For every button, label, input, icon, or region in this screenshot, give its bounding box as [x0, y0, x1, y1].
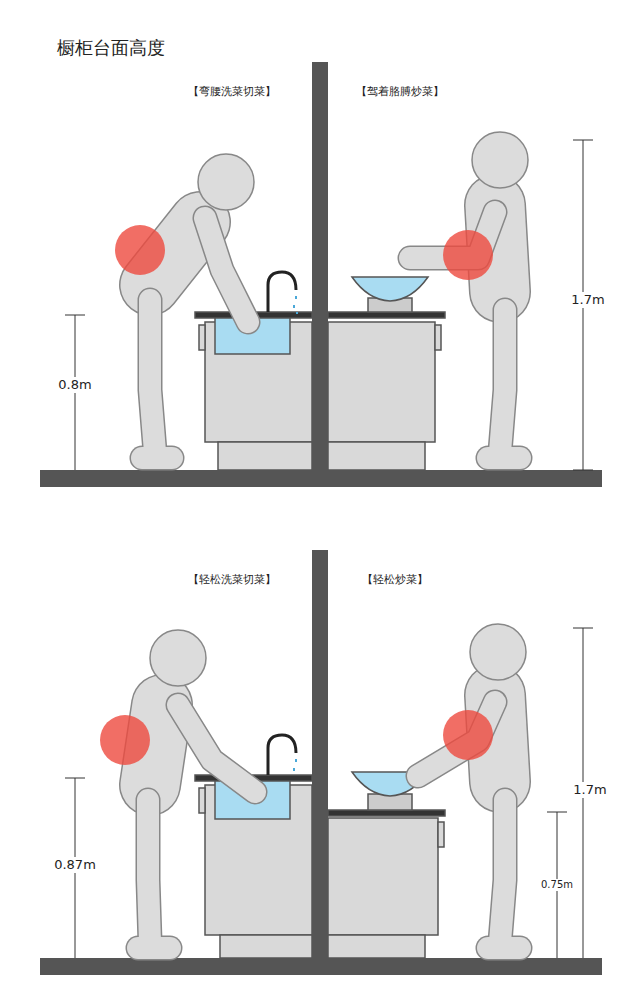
divider — [312, 62, 328, 472]
section-label: 【轻松炒菜】 — [360, 573, 430, 586]
dimension-label: 1.7m — [571, 782, 608, 798]
section-label: 【驾着胳膊炒菜】 — [354, 85, 446, 98]
person-figure — [100, 630, 255, 948]
person-figure — [115, 154, 254, 458]
section-label: 【弯腰洗菜切菜】 — [186, 85, 278, 98]
person-figure — [410, 132, 528, 458]
diagram-title: 橱柜台面高度 — [55, 37, 167, 59]
dimension-line — [65, 140, 593, 958]
floor — [40, 470, 602, 487]
dimension-label: 0.8m — [56, 377, 93, 393]
dimension-label: 0.75m — [539, 879, 575, 891]
floor — [40, 958, 602, 975]
dimension-label: 1.7m — [569, 292, 606, 308]
sink-cabinet — [195, 272, 312, 470]
divider — [312, 550, 328, 960]
stove-cabinet — [328, 772, 445, 958]
section-label: 【轻松洗菜切菜】 — [186, 573, 278, 586]
dimension-label: 0.87m — [52, 857, 98, 873]
stove-cabinet — [328, 277, 445, 470]
person-figure — [418, 624, 526, 948]
